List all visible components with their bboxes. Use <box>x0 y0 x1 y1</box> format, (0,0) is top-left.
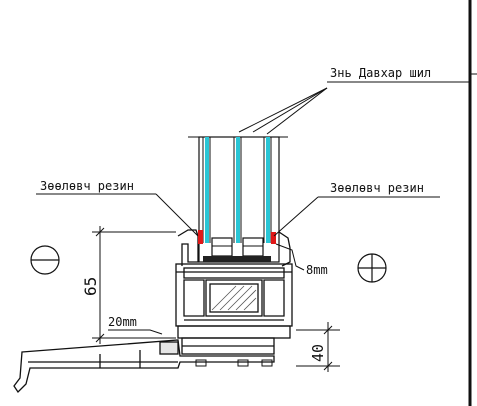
seal-left-leader <box>155 193 199 237</box>
seal-left-label: Зөөлөвч резин <box>40 179 134 193</box>
dim-65-text: 65 <box>81 277 100 296</box>
sill-outline <box>13 339 275 394</box>
dim-20mm-leader <box>108 329 163 335</box>
dim-40 <box>296 322 340 372</box>
seal-left-callout: Зөөлөвч резин <box>36 179 199 237</box>
spacer-right <box>242 237 264 257</box>
plus-circle-icon <box>357 253 387 283</box>
sash-left-lip <box>177 229 199 266</box>
sash-right-lip <box>278 231 291 267</box>
frame-main <box>175 263 293 327</box>
dim-8mm: 8mm <box>275 243 328 277</box>
dim-65-tick-bottom <box>95 333 105 343</box>
dim-65 <box>92 226 176 344</box>
seal-right-callout: Зөөлөвч резин <box>273 181 440 237</box>
glass-leader-3 <box>266 87 328 135</box>
frame-inner <box>183 267 285 279</box>
fixing-screws <box>195 359 273 367</box>
reinforcement-chamber <box>205 279 263 317</box>
dim-8mm-leader <box>275 243 305 271</box>
glass-pane-1 <box>205 137 209 243</box>
window-sill <box>13 339 275 394</box>
dim-40-tick-bottom <box>323 361 333 371</box>
dim-40-tick-top <box>323 325 333 335</box>
dim-8mm-text: 8mm <box>306 263 328 277</box>
glass-unit <box>188 136 288 263</box>
frame-lower <box>177 325 291 339</box>
dim-65-tick-top <box>95 227 105 237</box>
glass-leader-1 <box>238 87 328 133</box>
sill-end-block <box>159 341 179 355</box>
chamber-left <box>183 279 205 317</box>
seal-right-leader <box>273 196 319 237</box>
seal-right-red <box>271 232 276 244</box>
frame-profile <box>175 229 293 355</box>
glass-label: Знь Давхар шил <box>330 66 431 80</box>
glass-leader-2 <box>252 87 328 133</box>
dim-40-text: 40 <box>309 344 327 362</box>
seal-left-red <box>198 230 203 244</box>
reinforcement-inner <box>209 283 259 313</box>
minus-circle-icon <box>30 245 60 275</box>
glass-pane-2 <box>236 137 240 243</box>
glass-callout: Знь Давхар шил <box>238 66 470 135</box>
glass-pane-3 <box>266 137 270 243</box>
dim-20mm-text: 20mm <box>108 315 137 329</box>
dim-20mm: 20mm <box>108 315 163 335</box>
chamber-right <box>263 279 285 317</box>
reinforcement-hatch <box>211 285 257 311</box>
spacer-left <box>211 237 233 257</box>
seal-right-label: Зөөлөвч резин <box>330 181 424 195</box>
sealant-band <box>203 256 271 262</box>
